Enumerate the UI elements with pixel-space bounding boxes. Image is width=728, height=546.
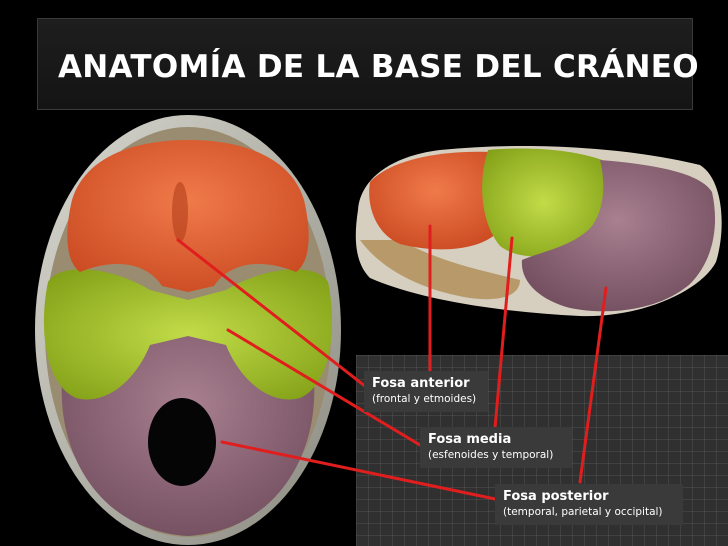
side-posterior-fossa — [521, 160, 716, 312]
skull-top-view — [35, 115, 341, 545]
label-middle-title: Fosa media — [428, 432, 512, 447]
anterior-fossa-region — [67, 140, 309, 292]
middle-fossa-region — [43, 269, 333, 400]
pointer-anterior-left — [176, 238, 372, 392]
slide-title: ANATOMÍA DE LA BASE DEL CRÁNEO — [58, 49, 699, 85]
side-middle-fossa — [482, 148, 606, 257]
title-bar: ANATOMÍA DE LA BASE DEL CRÁNEO — [37, 18, 699, 110]
side-skull-base — [360, 240, 520, 300]
pointer-middle-right — [493, 236, 514, 430]
crista-galli — [172, 182, 188, 242]
side-anterior-fossa — [369, 151, 502, 250]
label-posterior-subtitle: (temporal, parietal y occipital) — [503, 506, 663, 518]
label-middle-fossa: Fosa media (esfenoides y temporal) — [420, 427, 572, 468]
label-middle-subtitle: (esfenoides y temporal) — [428, 449, 554, 461]
pointer-middle-left — [226, 328, 427, 450]
pointer-posterior-right — [578, 286, 608, 484]
label-anterior-subtitle: (frontal y etmoides) — [372, 393, 477, 405]
skull-side-view — [355, 145, 722, 317]
label-posterior-fossa: Fosa posterior (temporal, parietal y occ… — [495, 484, 683, 525]
label-anterior-title: Fosa anterior — [372, 376, 470, 391]
label-posterior-title: Fosa posterior — [503, 489, 609, 504]
foramen-magnum — [148, 398, 216, 486]
label-anterior-fossa: Fosa anterior (frontal y etmoides) — [364, 371, 488, 412]
pointer-posterior-left — [220, 440, 502, 502]
